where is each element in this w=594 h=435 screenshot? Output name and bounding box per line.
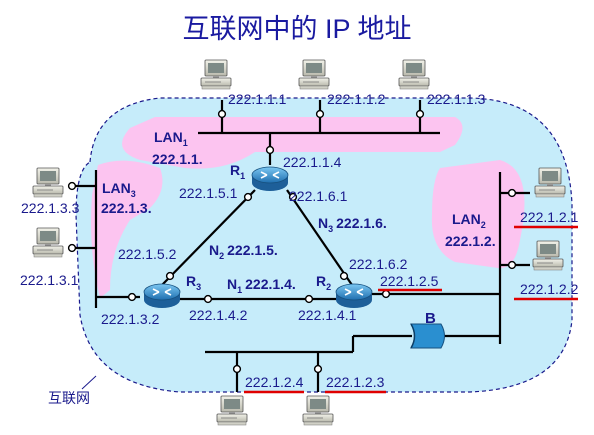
addr-222-1-5-1: 222.1.5.1	[179, 185, 238, 201]
lan1-region	[122, 117, 463, 169]
addr-222-1-2-4: 222.1.2.4	[245, 374, 304, 390]
lan3-region	[91, 160, 163, 298]
router-r2-icon	[335, 283, 373, 309]
addr-222-1-5-2: 222.1.5.2	[118, 246, 177, 262]
lan3-network: 222.1.3.	[101, 200, 152, 216]
page-title: 互联网中的 IP 地址	[182, 14, 411, 44]
addr-222-1-2-2: 222.1.2.2	[520, 281, 579, 297]
bridge-label: B	[425, 310, 436, 327]
router-r3-label: R3	[186, 273, 201, 292]
pc-icon-222-1-3-1	[32, 227, 64, 258]
addr-222-1-3-2: 222.1.3.2	[101, 311, 160, 327]
pc-icon-222-1-2-4	[216, 395, 248, 426]
pc-icon-222-1-1-1	[200, 59, 232, 90]
addr-222-1-1-1: 222.1.1.1	[228, 91, 287, 107]
interface-dots	[67, 109, 517, 374]
addr-222-1-3-1: 222.1.3.1	[20, 272, 79, 288]
router-r2-label: R2	[316, 273, 331, 292]
pc-icon-222-1-1-2	[298, 59, 330, 90]
lan2-label: LAN2	[452, 211, 486, 230]
addr-222-1-4-2: 222.1.4.2	[189, 307, 248, 323]
addr-222-1-2-5: 222.1.2.5	[380, 273, 439, 289]
pc-icon-222-1-2-2	[532, 240, 564, 271]
lan1-network: 222.1.1.	[152, 151, 203, 167]
internet-label: 互联网	[48, 390, 90, 406]
pc-icon-222-1-1-3	[398, 59, 430, 90]
bridge-icon	[410, 323, 445, 349]
addr-222-1-6-2: 222.1.6.2	[349, 256, 408, 272]
addr-222-1-6-1: 222.1.6.1	[289, 188, 348, 204]
internet-pointer	[81, 375, 97, 390]
addr-222-1-4-1: 222.1.4.1	[298, 307, 357, 323]
addr-222-1-1-4: 222.1.1.4	[283, 154, 342, 170]
router-r3-icon	[143, 283, 181, 309]
addr-222-1-2-1: 222.1.2.1	[520, 209, 579, 225]
lan2-network: 222.1.2.	[445, 233, 496, 249]
addr-222-1-1-3: 222.1.1.3	[427, 91, 486, 107]
router-r1-label: R1	[230, 162, 245, 181]
addr-222-1-3-3: 222.1.3.3	[21, 200, 80, 216]
address-underlines	[244, 225, 578, 394]
router-r1-icon	[251, 166, 289, 192]
pc-icon-222-1-2-1	[534, 167, 566, 198]
addr-222-1-2-3: 222.1.2.3	[326, 374, 385, 390]
lan3-label: LAN3	[102, 180, 136, 199]
lan2-region	[431, 160, 525, 269]
lan1-label: LAN1	[154, 129, 188, 148]
pc-icon-222-1-3-3	[32, 167, 64, 198]
pc-icon-222-1-2-3	[302, 395, 334, 426]
addr-222-1-1-2: 222.1.1.2	[327, 91, 386, 107]
